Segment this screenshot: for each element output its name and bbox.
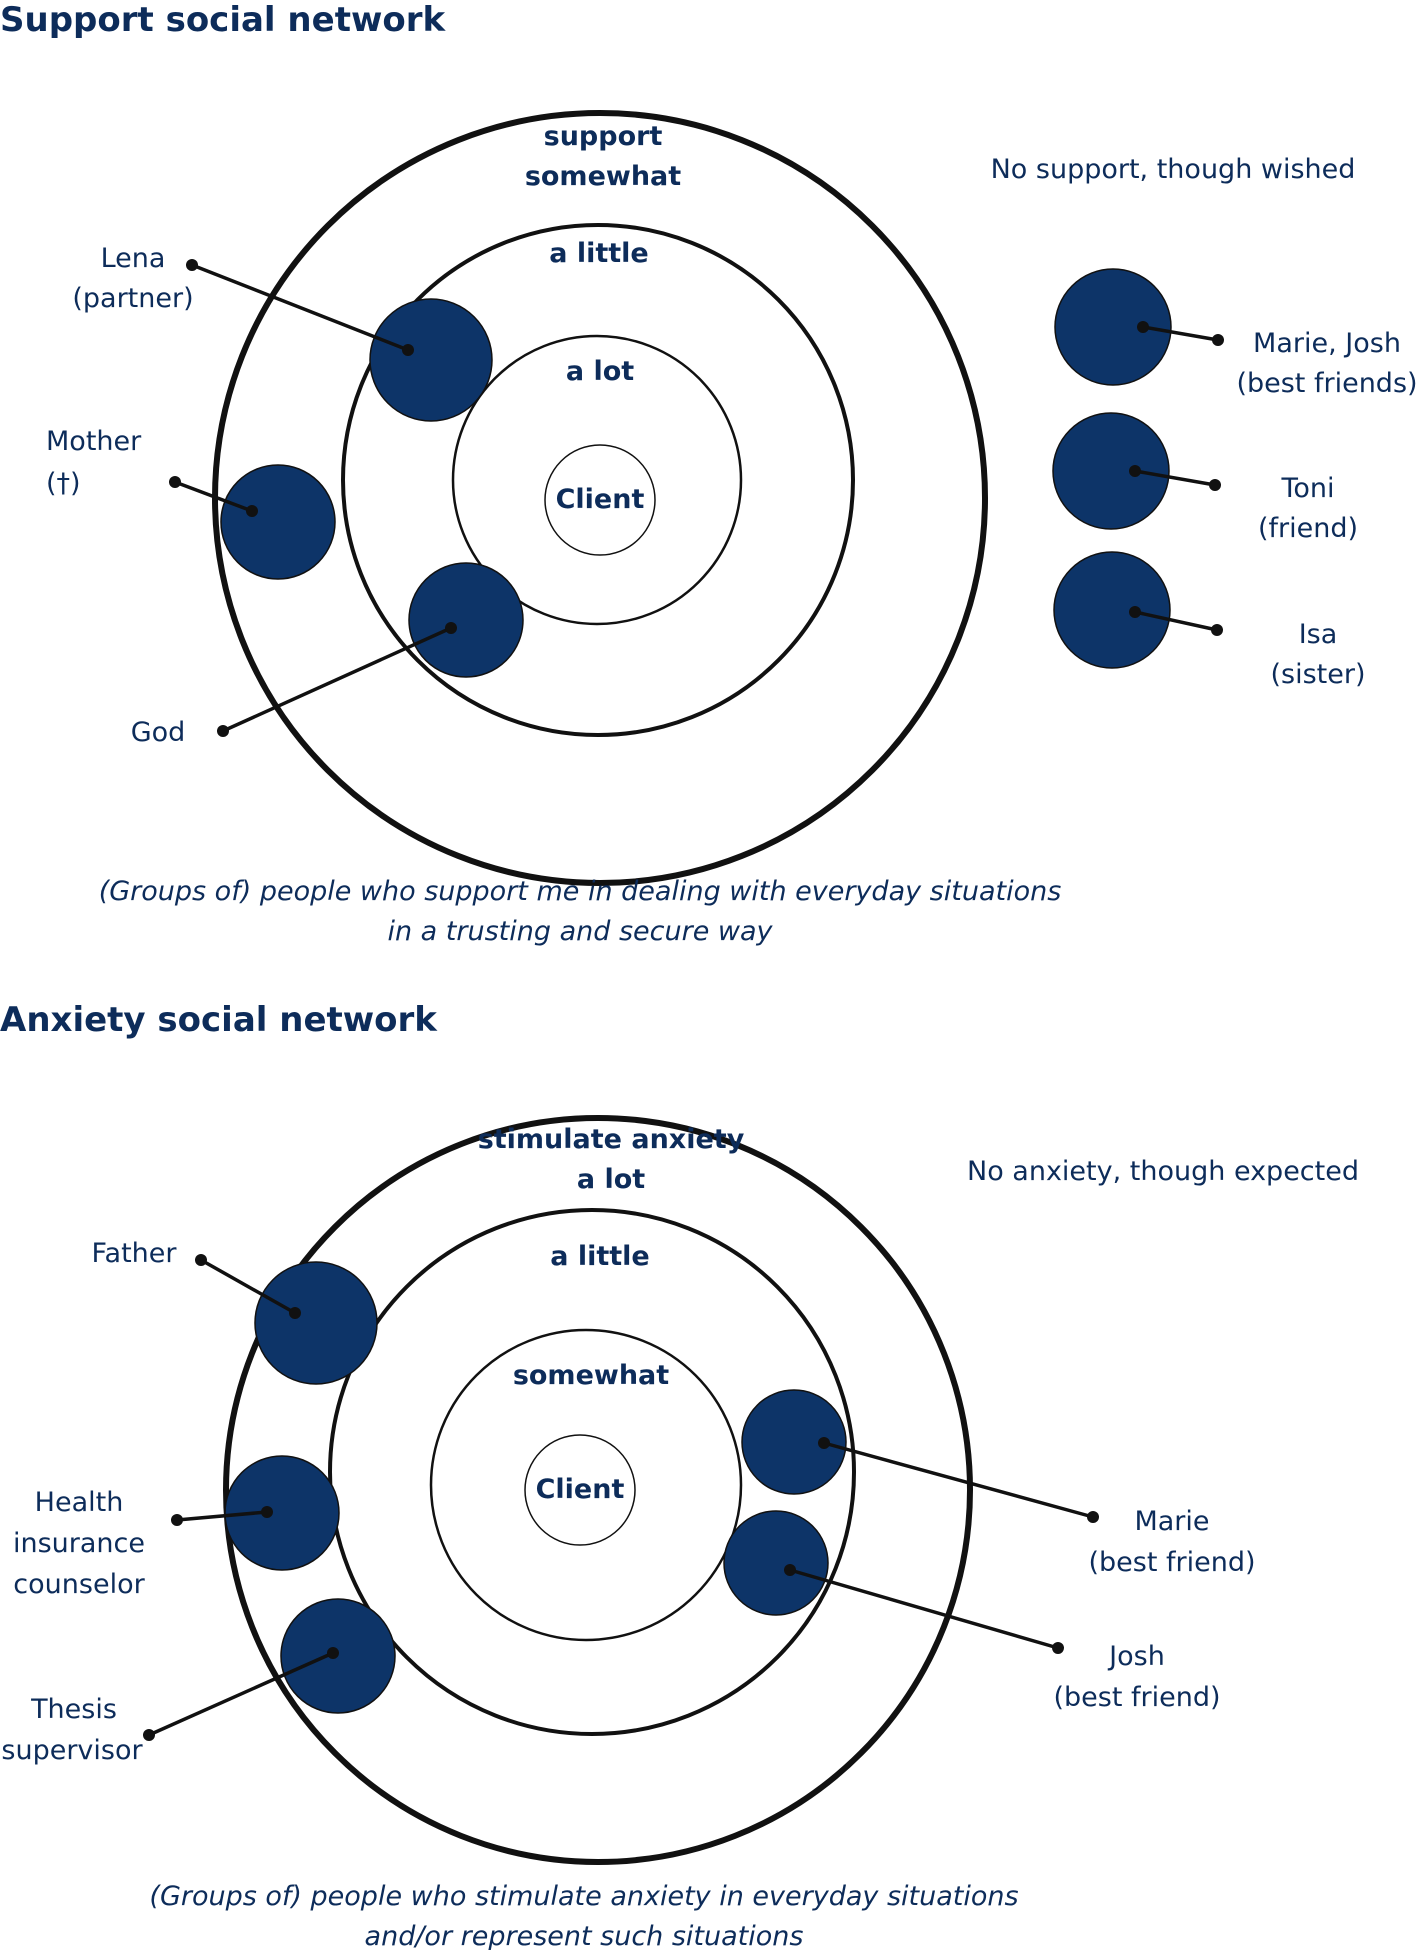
support-pin-mother-label — [169, 476, 181, 488]
support-diagram: support somewhat a little a lot Client L… — [46, 110, 1417, 947]
anxiety-outer-label-2: a lot — [577, 1164, 645, 1195]
support-pin-isa-node — [1129, 606, 1141, 618]
support-network-title: Support social network — [0, 0, 446, 40]
anxiety-label-father: Father — [91, 1238, 177, 1269]
support-connector-god — [222, 626, 452, 733]
anxiety-network-title: Anxiety social network — [0, 1000, 437, 1040]
support-center-ring — [544, 444, 656, 556]
anxiety-pin-thesis-label — [143, 1729, 155, 1741]
support-center-label: Client — [556, 484, 645, 515]
anxiety-label-thesis-1: Thesis — [30, 1694, 117, 1725]
support-pin-toni-node — [1129, 465, 1141, 477]
anxiety-label-marie-role: (best friend) — [1088, 1547, 1255, 1578]
anxiety-center-label: Client — [536, 1474, 625, 1505]
support-connector-marie-josh — [1142, 325, 1219, 342]
support-label-lena-role: (partner) — [72, 283, 193, 314]
anxiety-label-marie: Marie — [1134, 1506, 1209, 1537]
support-outer-label-2: somewhat — [525, 161, 681, 192]
support-node-marie-josh — [1054, 268, 1172, 386]
anxiety-label-josh-role: (best friend) — [1053, 1682, 1220, 1713]
anxiety-connector-marie — [823, 1441, 1094, 1519]
anxiety-inner-ring — [429, 1328, 743, 1642]
support-node-lena — [369, 298, 493, 422]
anxiety-pin-thesis-node — [327, 1647, 339, 1659]
anxiety-node-marie — [741, 1389, 847, 1495]
support-label-marie-josh-role: (best friends) — [1236, 368, 1417, 399]
support-pin-isa-label — [1211, 624, 1223, 636]
support-node-isa — [1053, 551, 1171, 669]
support-inner-label: a lot — [566, 356, 634, 387]
support-pin-mother-node — [246, 505, 258, 517]
support-pin-lena-label — [186, 259, 198, 271]
anxiety-caption-line-2: and/or represent such situations — [365, 1921, 804, 1950]
anxiety-label-health-3: counselor — [13, 1569, 145, 1600]
anxiety-pin-health-node — [261, 1506, 273, 1518]
support-inner-ring — [451, 334, 743, 626]
support-label-mother-note: (†) — [46, 468, 81, 499]
anxiety-connector-thesis — [148, 1651, 334, 1737]
anxiety-middle-ring — [328, 1208, 856, 1736]
support-connector-toni — [1134, 469, 1216, 487]
anxiety-node-josh — [723, 1510, 829, 1616]
anxiety-pin-josh-label — [1052, 1642, 1064, 1654]
support-caption-line-2: in a trusting and secure way — [387, 916, 773, 947]
anxiety-connector-josh — [789, 1568, 1059, 1650]
support-connector-isa — [1134, 610, 1218, 632]
support-connector-lena — [191, 263, 409, 352]
anxiety-pin-marie-label — [1087, 1511, 1099, 1523]
support-pin-god-label — [217, 725, 229, 737]
support-pin-toni-label — [1209, 479, 1221, 491]
anxiety-caption-line-1: (Groups of) people who stimulate anxiety… — [149, 1881, 1018, 1912]
support-label-marie-josh: Marie, Josh — [1253, 328, 1401, 359]
support-middle-label: a little — [549, 238, 649, 269]
anxiety-connector-health — [176, 1510, 268, 1522]
anxiety-label-thesis-2: supervisor — [1, 1735, 143, 1766]
support-side-heading: No support, though wished — [991, 154, 1356, 185]
anxiety-node-father — [254, 1261, 378, 1385]
anxiety-inner-label: somewhat — [513, 1360, 669, 1391]
anxiety-pin-father-label — [195, 1254, 207, 1266]
support-connector-mother — [174, 480, 253, 513]
support-label-mother: Mother — [46, 426, 142, 457]
anxiety-node-health — [224, 1455, 340, 1571]
anxiety-label-health-1: Health — [35, 1487, 124, 1518]
support-node-toni — [1052, 412, 1170, 530]
support-pin-lena-node — [402, 344, 414, 356]
support-outer-label-1: support — [544, 121, 663, 152]
anxiety-center-ring — [524, 1434, 636, 1546]
anxiety-outer-label-1: stimulate anxiety — [478, 1124, 745, 1155]
support-label-lena: Lena — [101, 243, 166, 274]
anxiety-pin-health-label — [171, 1514, 183, 1526]
support-label-toni-role: (friend) — [1258, 513, 1358, 544]
anxiety-pin-marie-node — [818, 1437, 830, 1449]
support-label-god: God — [131, 717, 186, 748]
anxiety-pin-josh-node — [784, 1564, 796, 1576]
anxiety-pin-father-node — [289, 1307, 301, 1319]
anxiety-connector-father — [200, 1258, 296, 1315]
support-node-god — [408, 562, 524, 678]
support-middle-ring — [341, 223, 855, 737]
anxiety-outer-ring — [223, 1115, 973, 1865]
support-pin-marie-josh-node — [1137, 321, 1149, 333]
anxiety-side-heading: No anxiety, though expected — [967, 1156, 1359, 1187]
support-node-mother — [220, 464, 336, 580]
support-pin-marie-josh-label — [1212, 334, 1224, 346]
support-label-toni: Toni — [1280, 473, 1334, 504]
support-pin-god-node — [445, 622, 457, 634]
support-label-isa: Isa — [1299, 619, 1338, 650]
support-label-isa-role: (sister) — [1270, 659, 1365, 690]
anxiety-label-josh: Josh — [1107, 1641, 1165, 1672]
support-caption-line-1: (Groups of) people who support me in dea… — [99, 876, 1062, 907]
anxiety-middle-label: a little — [550, 1241, 650, 1272]
anxiety-diagram: stimulate anxiety a lot a little somewha… — [1, 1115, 1359, 1950]
anxiety-label-health-2: insurance — [13, 1528, 145, 1559]
